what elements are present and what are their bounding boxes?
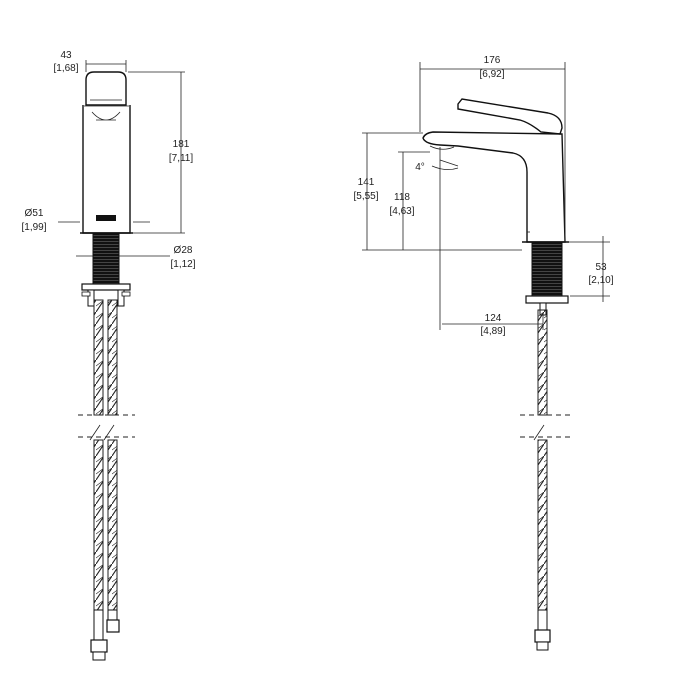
dim-reach-in: [6,92]	[479, 69, 504, 80]
side-mounting-nut	[525, 295, 569, 304]
front-hose-2-upper	[107, 299, 118, 416]
front-faucet-body	[82, 105, 131, 234]
dim-spout-angle: 4°	[415, 162, 425, 173]
dim-outlet-projection-in: [4,89]	[480, 326, 505, 337]
front-faucet-head	[85, 71, 127, 106]
dim-spout-height-in: [5,55]	[353, 191, 378, 202]
dim-reach-mm: 176	[484, 55, 501, 66]
dim-shank-length-mm: 53	[595, 262, 607, 273]
dim-base-diameter-in: [1,99]	[21, 222, 46, 233]
front-aerator	[91, 111, 121, 121]
dim-aerator-height-in: [4,63]	[389, 206, 414, 217]
side-aerator	[429, 145, 455, 150]
dim-shank-diameter-mm: Ø28	[174, 245, 193, 256]
front-hose-1-lower	[93, 439, 104, 611]
dim-shank-length-in: [2,10]	[588, 275, 613, 286]
side-lever	[457, 98, 563, 135]
front-mounting-nut	[81, 283, 131, 291]
dim-aerator-height-mm: 118	[394, 192, 410, 203]
front-stud-right	[117, 289, 125, 307]
dim-height-mm: 181	[173, 139, 190, 150]
side-view: 176 [6,92] 141 [5,55] 118 [4,63] 4° 53 […	[353, 55, 614, 651]
side-fitting	[534, 629, 551, 643]
front-shank	[92, 233, 120, 285]
dim-outlet-projection-mm: 124	[485, 313, 502, 324]
front-view: 43 [1,68] 181 [7,11] Ø51 [1,99] Ø28 [1,1…	[21, 50, 196, 661]
side-hose-lower	[537, 439, 548, 611]
dim-spout-height-mm: 141	[358, 177, 375, 188]
dim-top-width-mm: 43	[60, 50, 72, 61]
front-fitting-2	[106, 619, 120, 633]
side-shank	[531, 242, 563, 297]
front-sensor-window	[96, 215, 116, 221]
side-spout-body	[422, 131, 566, 243]
front-stud-left	[87, 289, 95, 307]
side-hose-upper	[537, 309, 548, 416]
dim-height-in: [7,11]	[169, 153, 193, 164]
dim-top-width-in: [1,68]	[53, 63, 78, 74]
front-fitting-1	[90, 639, 108, 653]
dim-base-diameter-mm: Ø51	[25, 208, 44, 219]
front-hose-2-lower	[107, 439, 118, 611]
dim-shank-diameter-in: [1,12]	[170, 259, 195, 270]
front-hose-1-upper	[93, 299, 104, 416]
